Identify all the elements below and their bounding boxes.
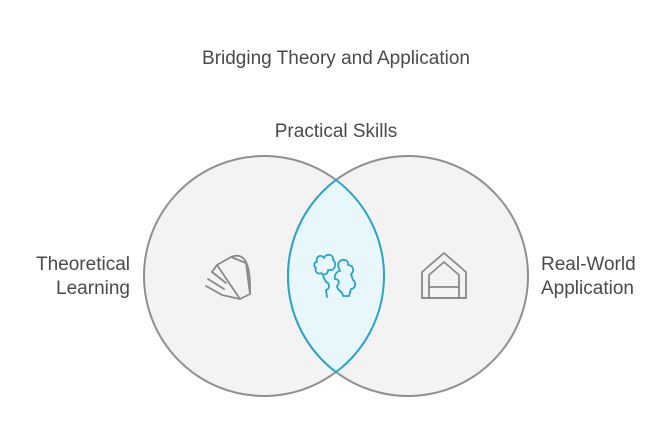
book-icon <box>205 254 251 300</box>
puzzle-head-icon <box>313 253 357 298</box>
left-label-line-2: Learning <box>56 278 130 299</box>
intersection-label: Practical Skills <box>274 121 398 142</box>
intersection-outline <box>287 178 385 374</box>
left-circle-label: Theoretical Learning <box>10 253 130 301</box>
right-label-line-2: Application <box>541 278 634 299</box>
house-icon <box>421 252 467 299</box>
diagram-title: Bridging Theory and Application <box>202 48 470 69</box>
right-label-line-1: Real-World <box>541 254 636 275</box>
right-circle-label: Real-World Application <box>541 253 669 301</box>
left-label-line-1: Theoretical <box>36 254 130 275</box>
intersection-region <box>288 156 384 396</box>
